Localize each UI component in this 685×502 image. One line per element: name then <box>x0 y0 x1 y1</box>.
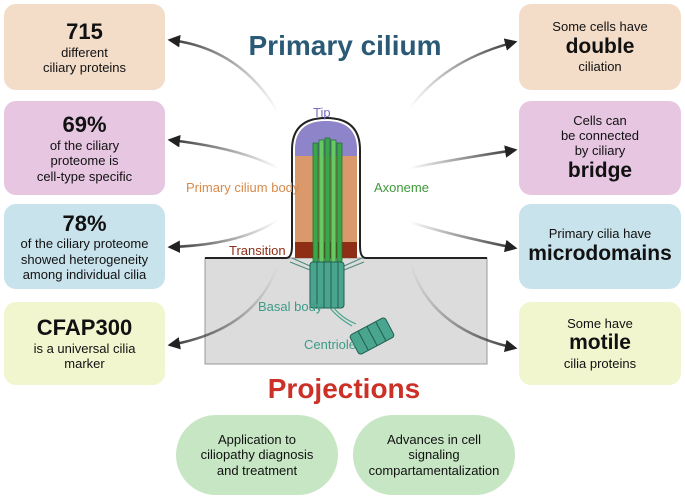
before-double: Some cells have <box>552 19 648 35</box>
arrow-to-715 <box>167 34 280 113</box>
info-box-cfap300: CFAP300 is a universal cilia marker <box>4 302 165 385</box>
label-transition: Transition <box>229 243 286 258</box>
text-cfap300: is a universal cilia marker <box>33 341 136 372</box>
arrow-to-microdomains <box>409 220 518 253</box>
before-microdomains: Primary cilia have <box>548 226 652 242</box>
text-78: of the ciliary proteome showed heterogen… <box>20 236 149 283</box>
centriole-linker <box>329 307 357 327</box>
arrow-to-bridge <box>409 145 518 170</box>
projections-title: Projections <box>267 373 421 404</box>
info-box-microdomains: Primary cilia have microdomains <box>519 204 681 289</box>
label-basal-body: Basal body <box>258 299 323 314</box>
highlight-cfap300: CFAP300 <box>36 315 133 341</box>
info-box-69: 69% of the ciliary proteome is cell-type… <box>4 101 165 195</box>
axoneme-shape <box>312 137 343 277</box>
highlight-bridge: bridge <box>567 158 633 182</box>
arrow-to-motile <box>408 261 518 353</box>
main-title: Primary cilium <box>248 30 442 61</box>
transition-fibers <box>289 257 365 271</box>
highlight-motile: motile <box>569 331 631 355</box>
highlight-78: 78% <box>62 210 107 236</box>
arrow-to-69 <box>167 134 279 170</box>
info-box-715: 715 different ciliary proteins <box>4 4 165 90</box>
info-box-motile: Some have motile cilia proteins <box>519 302 681 385</box>
label-axoneme: Axoneme <box>374 180 429 195</box>
label-cilium-body: Primary cilium body <box>186 180 300 195</box>
after-motile: cilia proteins <box>563 355 637 371</box>
info-box-78: 78% of the ciliary proteome showed heter… <box>4 204 165 289</box>
basal-body-shape <box>309 261 345 309</box>
label-tip: Tip <box>313 105 331 120</box>
left-arrows <box>167 34 280 350</box>
cell-membrane <box>205 116 487 259</box>
before-motile: Some have <box>567 315 633 331</box>
highlight-69: 69% <box>62 112 107 138</box>
info-box-double: Some cells have double ciliation <box>519 4 681 90</box>
highlight-double: double <box>565 34 635 58</box>
arrow-to-cfap300 <box>167 264 280 350</box>
highlight-microdomains: microdomains <box>528 241 672 265</box>
arrow-to-double <box>408 38 518 109</box>
text-69: of the ciliary proteome is cell-type spe… <box>36 137 133 184</box>
info-box-bridge: Cells can be connected by ciliary bridge <box>519 101 681 195</box>
arrow-to-78 <box>167 218 279 253</box>
projection-diagnosis: Application to ciliopathy diagnosis and … <box>176 415 338 495</box>
before-bridge: Cells can be connected by ciliary <box>560 112 640 159</box>
centriole-shape <box>349 317 395 355</box>
highlight-715: 715 <box>66 18 103 44</box>
after-double: ciliation <box>578 59 622 75</box>
text-715: different ciliary proteins <box>42 44 127 75</box>
label-centriole: Centriole <box>304 337 357 352</box>
right-arrows <box>408 38 518 353</box>
projection-signaling: Advances in cell signaling compartamenta… <box>353 415 515 495</box>
